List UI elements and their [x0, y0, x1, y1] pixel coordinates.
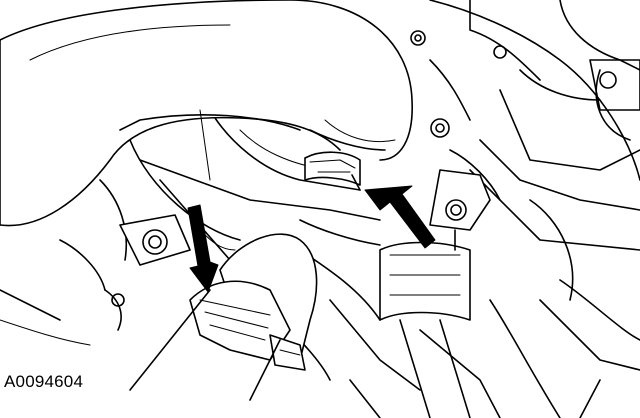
- manifold-housing: [99, 109, 501, 418]
- lower-clamp-arrow: [187, 204, 219, 293]
- lower-left-mount: [0, 214, 191, 346]
- engine-bracket-structure: [410, 0, 640, 418]
- intake-hose: [0, 0, 413, 227]
- upper-clip-arrow: [364, 185, 436, 249]
- hose-clip-upper: [304, 151, 361, 191]
- bracket-tube-assembly: [379, 169, 491, 418]
- figure-id-label: A0094604: [4, 372, 84, 391]
- lower-hose-with-clamp: [189, 233, 318, 371]
- leader-lines: [129, 289, 281, 401]
